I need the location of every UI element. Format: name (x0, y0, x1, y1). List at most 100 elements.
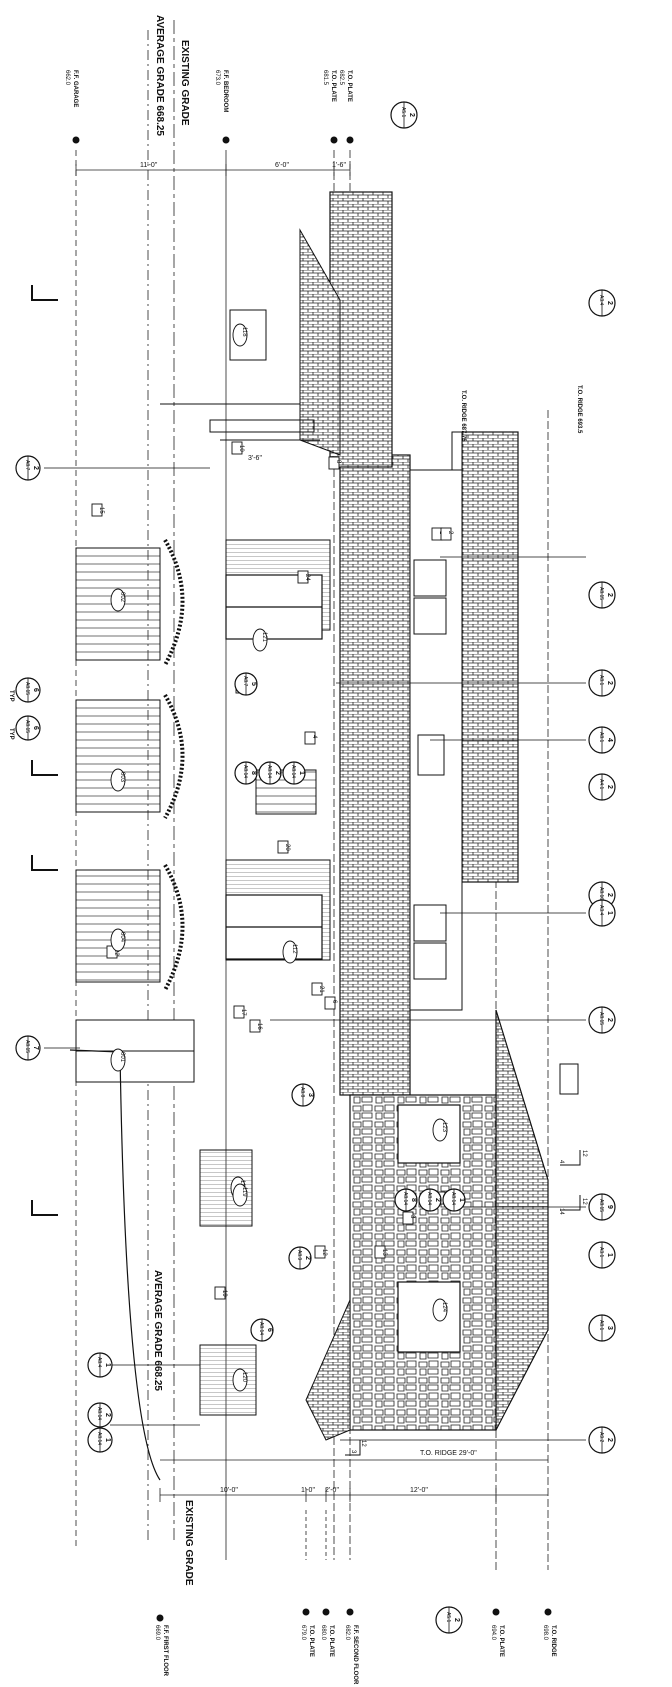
detail-bubble: 4A8.1 (588, 726, 616, 754)
bottom-dimension: 12'-0" (410, 1487, 428, 1494)
interior-bubble: 5A8.7 (234, 672, 258, 696)
keynote-tag-text: 19 (221, 1290, 227, 1297)
door-window-mark-text: 123 (441, 1122, 447, 1133)
keynote-tag: 10 (231, 441, 244, 455)
door-window-mark: 123 (432, 1118, 448, 1142)
door-window-mark: 121 (252, 628, 268, 652)
bubble-number: 1 (458, 1198, 465, 1202)
bubble-sheet: A3.4 (598, 905, 604, 916)
average-grade-label-top: AVERAGE GRADE 668.25 (154, 15, 165, 136)
second-floor-windows (413, 559, 447, 980)
bubble-number: 2 (606, 681, 613, 685)
interior-bubble: 2A8.14 (258, 761, 282, 785)
bubble-sheet: A8.15 (24, 720, 30, 733)
bubble-sheet: A8.4 (96, 1357, 102, 1368)
slope-text: 14 (558, 1208, 564, 1215)
slope-text: 12 (360, 1440, 366, 1447)
bubble-sheet: A3.1 (598, 1247, 604, 1258)
door-window-mark: 119 (232, 1183, 248, 1207)
detail-bubble-layer: 2A5.12A3.42A8.152A8.14A8.12A4.12A8.161A3… (15, 101, 616, 1634)
bubble-sheet: A8.7 (24, 460, 30, 471)
interior-bubble: 2A8.9 (288, 1246, 312, 1270)
keynote-tag-text: 24 (304, 574, 310, 581)
detail-bubble: 2A5.1 (390, 101, 418, 129)
bubble-number: 8 (250, 771, 257, 775)
keynote-tag-text: 22 (113, 949, 119, 956)
hip-roof-left (299, 228, 341, 456)
bottom-elevation-label: T.O. PLATE (498, 1625, 504, 1657)
bubble-number: 1 (298, 771, 305, 775)
slope-text: 12 (581, 1150, 587, 1157)
top-elevation-value: 673.0 (214, 70, 220, 86)
detail-bubble: 2A9.2 (588, 1426, 616, 1454)
bubble-number: 2 (274, 771, 281, 775)
detail-bubble: 7A8.15 (15, 1035, 41, 1061)
detail-bubble: 2A3.4 (588, 289, 616, 317)
bubble-number: 1 (104, 1438, 111, 1442)
door-window-mark: 002 (110, 588, 126, 612)
slope-text: 4 (558, 1160, 564, 1164)
bubble-number: 2 (32, 466, 39, 470)
keynote-tag: 19 (214, 1286, 227, 1300)
bubble-sheet: A8.1 (598, 732, 604, 743)
bubble-sheet: A8.1 (598, 675, 604, 686)
door-window-mark: 112 (282, 940, 298, 964)
door-window-mark-text: 120 (241, 1372, 247, 1383)
bubble-sheet: A8.14 (96, 1432, 102, 1445)
section-marks (31, 285, 58, 1216)
keynote-tag: 17 (233, 1005, 246, 1019)
slope-text: 3 (350, 1450, 356, 1454)
bubble-sheet: A8.14 (450, 1192, 456, 1205)
door-window-mark-text: 124 (441, 1302, 447, 1313)
bubble-number: 2 (606, 301, 613, 305)
bubble-number: 8 (410, 1198, 417, 1202)
bottom-elevation-value: 669.0 (154, 1625, 160, 1641)
bottom-elevation-label: F.F. SECOND FLOOR (352, 1625, 358, 1685)
bottom-elevation-value: 682.0 (344, 1625, 350, 1641)
bubble-number: 6 (32, 688, 39, 692)
keynote-tag-text: 2 (447, 531, 453, 535)
bubble-number: 6 (32, 726, 39, 730)
detail-bubble: 2A5.1 (435, 1606, 463, 1634)
bubble-number: 2 (606, 785, 613, 789)
bubble-number: 5 (250, 682, 257, 686)
bubble-sheet: A8.14 (266, 765, 272, 778)
interior-bubble: 6A8.14 (250, 1318, 274, 1342)
bottom-dimension: 10'-0" (220, 1487, 238, 1494)
bottom-elevation-value: 694.0 (490, 1625, 496, 1641)
bubble-sheet: A8.15 (598, 587, 604, 600)
bubble-number: 1 (606, 1253, 613, 1257)
leader-lines (44, 467, 586, 1441)
detail-bubble: 2A8.15 (588, 1006, 616, 1034)
bubble-sheet: A8.14 (258, 1322, 264, 1335)
door-window-mark-text: 119 (241, 1187, 247, 1197)
bottom-elevation-markers (156, 1608, 552, 1622)
keynote-tag-text: 12 (321, 1249, 327, 1256)
keynote-tag-text: 3 (409, 1215, 415, 1219)
ridge-label: T.O. RIDGE 687.75 (460, 390, 466, 442)
typ-label: TYP (8, 690, 14, 702)
door-window-mark-text: 003 (119, 772, 125, 783)
bubble-number: 9 (606, 1205, 613, 1209)
typ-label: TYP (8, 728, 14, 740)
detail-bubble: 2A8.15 (588, 581, 616, 609)
existing-grade-label-bottom: EXISTING GRADE (183, 1500, 194, 1586)
top-elevation-value: 682.5 (338, 70, 344, 86)
keynote-tag-text: 4 (311, 735, 317, 739)
top-dimension: 11'-0" (140, 162, 158, 169)
ridge-label: T.O. RIDGE 693.5 (576, 385, 582, 434)
bubble-number: 2 (606, 593, 613, 597)
garage-doors (75, 547, 161, 983)
top-elevation-label: T.O. PLATE (346, 70, 352, 102)
bubble-sheet: A3.4 (598, 295, 604, 306)
trellis (160, 403, 320, 441)
slope-text: 12 (581, 1198, 587, 1205)
keynote-tag-text: 6 (331, 1000, 337, 1004)
bubble-sheet: A8.15 (24, 1040, 30, 1053)
bottom-elevation-label: T.O. RIDGE (550, 1625, 556, 1657)
bubble-sheet: A8.1 (598, 1320, 604, 1331)
interior-bubble: 1A8.14 (282, 761, 306, 785)
bubble-number: 2 (434, 1198, 441, 1202)
main-roof (339, 454, 411, 1096)
bubble-sheet: A9.2 (598, 1432, 604, 1443)
